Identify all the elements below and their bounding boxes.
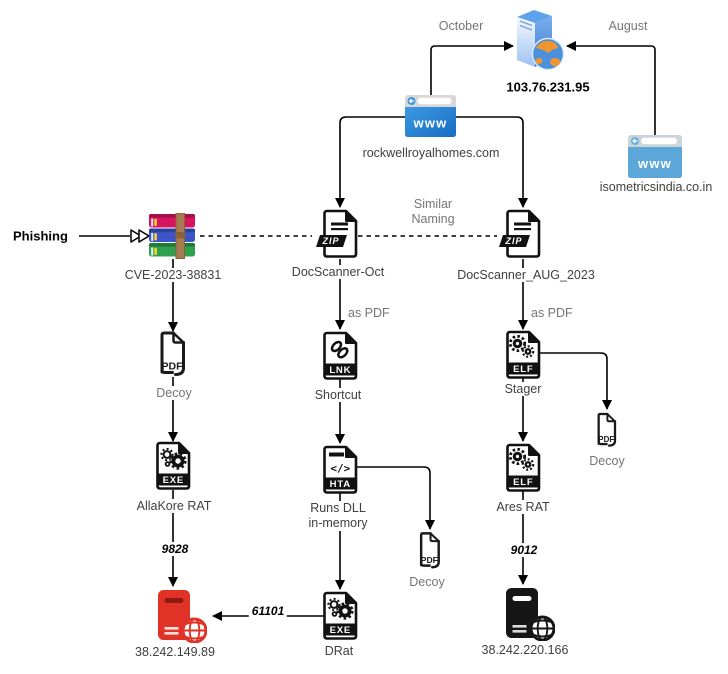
elf-ares-icon: ELF [506,443,541,492]
pdf-decoy-left-icon: PDF [160,331,185,376]
as-pdf-right-label: as PDF [531,306,573,320]
cve-label: CVE-2023-38831 [121,268,225,282]
svg-text:www: www [637,156,672,171]
domain-aug-label: isometricsindia.co.in [599,180,713,194]
server-right-ip-label: 38.242.220.166 [481,643,569,657]
svg-text:ZIP: ZIP [321,236,339,246]
svg-text:www: www [413,116,448,131]
edge-label-october: October [438,19,484,33]
drat-label: DRat [324,644,354,658]
port-9012-label: 9012 [507,543,541,557]
browser-www-aug-icon: www [628,135,682,178]
port-9828-label: 9828 [158,542,192,556]
winrar-archive-icon [149,213,195,259]
decoy-right-label: Decoy [589,454,625,468]
globe-wireframe-icon [529,615,555,641]
as-pdf-mid-label: as PDF [348,306,390,320]
edge-label-august: August [608,19,648,33]
hta-label: Runs DLL in-memory [305,501,371,531]
svg-text:PDF: PDF [162,361,184,373]
edge-hta-decoy [356,466,435,530]
decoy-left-label: Decoy [153,386,195,400]
zip-oct-label: DocScanner-Oct [288,265,388,279]
pdf-decoy-right-icon: PDF [597,412,617,447]
gears-glyph [160,447,187,470]
server-left-ip-label: 38.242.149.89 [135,645,215,659]
server-red-icon [158,590,207,643]
zip-aug-label: DocScanner_AUG_2023 [454,268,598,282]
svg-text:EXE: EXE [330,625,351,636]
address-bar [641,137,677,145]
exe-drat-icon: EXE [323,591,358,640]
svg-text:ELF: ELF [513,477,533,488]
elf-stager-icon: ELF [506,330,541,379]
zip-file-aug-icon: ZIP [499,209,541,258]
allakore-label: AllaKore RAT [133,499,215,513]
edge-branch-left [335,116,405,208]
similar-naming-label: Similar Naming [411,197,455,226]
browser-www-main-icon: www [405,95,456,137]
shortcut-label: Shortcut [311,388,365,402]
globe-wireframe-icon [181,617,207,643]
gears-glyph [508,447,535,471]
edge-october [430,41,514,95]
exe-allakore-icon: EXE [156,441,191,490]
svg-text:ELF: ELF [513,364,533,375]
gears-glyph [508,334,535,358]
edge-branch-right [456,116,528,208]
lnk-shortcut-icon: LNK [323,331,358,380]
svg-text:HTA: HTA [330,479,351,490]
phishing-label: Phishing [13,228,68,244]
chain-link-glyph [330,340,349,359]
gears-glyph [327,597,354,620]
decoy-mid-label: Decoy [409,575,445,589]
svg-text:</>: </> [330,462,350,475]
edge-stager-decoy [539,352,612,410]
c2-server-icon [517,10,565,71]
svg-text:PDF: PDF [421,555,438,565]
svg-text:ZIP: ZIP [504,236,522,246]
globe-icon [531,37,565,71]
port-61101-label: 61101 [248,604,288,618]
code-strip [329,452,344,457]
ares-label: Ares RAT [493,500,553,514]
domain-main-label: rockwellroyalhomes.com [362,146,500,160]
address-bar [417,97,452,105]
pdf-decoy-mid-icon: PDF [419,532,440,569]
c2-ip-label: 103.76.231.95 [506,79,590,95]
stager-label: Stager [501,382,545,396]
phishing-double-chevron [130,229,150,243]
server-black-icon [506,588,555,641]
edge-august [566,41,656,135]
svg-text:PDF: PDF [598,435,614,444]
zip-file-oct-icon: ZIP [316,209,358,258]
svg-text:LNK: LNK [329,365,351,376]
svg-text:EXE: EXE [163,475,184,486]
hta-loader-icon: </> HTA [323,445,358,494]
